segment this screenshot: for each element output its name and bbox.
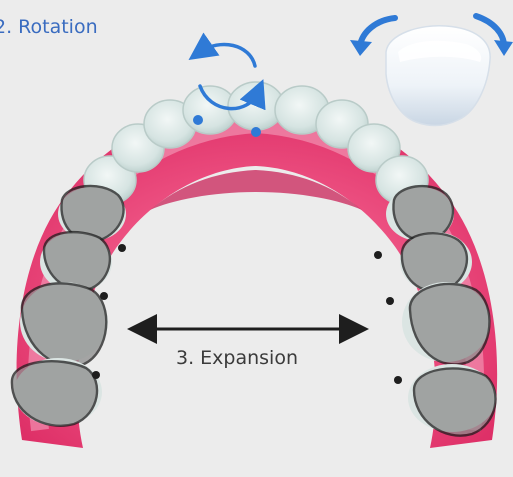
molar-right-3 [402,282,490,364]
expansion-label: 3. Expansion [176,347,298,369]
left-molars [12,186,126,426]
tooth-icon [386,26,490,126]
molar-right-4 [408,364,496,436]
molar-right-2 [400,232,472,292]
rotation-label: 2. Rotation [0,16,98,38]
right-molars [386,186,496,436]
